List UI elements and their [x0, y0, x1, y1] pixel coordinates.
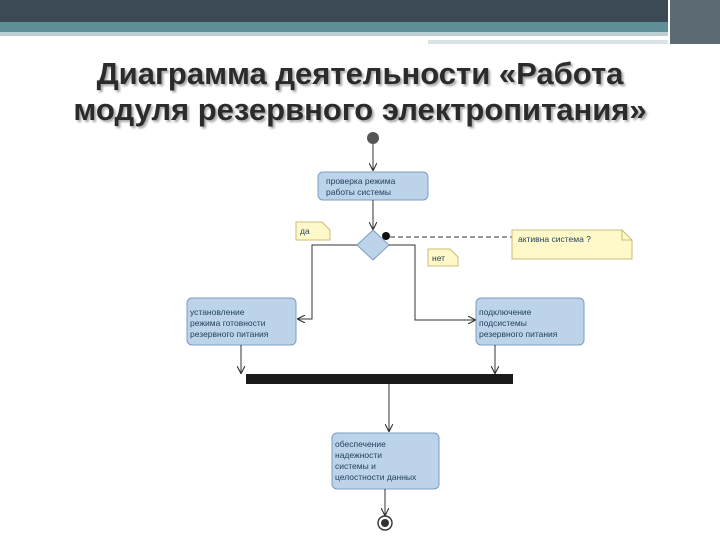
flow-no-branch	[389, 244, 475, 320]
final-node-inner	[381, 519, 389, 527]
action-ensure-reliability-label: обеспечение надежности системы и целостн…	[335, 439, 417, 482]
connect-backup-line-1: подключение	[479, 307, 532, 317]
slide-top-accent	[0, 22, 720, 32]
action-set-standby-label: установление режима готовности резервног…	[190, 307, 269, 339]
ensure-line-2: надежности	[335, 450, 382, 460]
check-mode-line-1: проверка режима	[326, 176, 396, 186]
connect-backup-line-2: подсистемы	[479, 318, 527, 328]
action-check-mode-label: проверка режима работы системы	[326, 176, 398, 197]
set-standby-line-1: установление	[190, 307, 245, 317]
action-connect-backup	[475, 297, 585, 346]
slide-title: Диаграмма деятельности «Работа модуля ре…	[0, 56, 720, 128]
ensure-line-3: системы и	[335, 461, 376, 471]
slide-title-line-1: Диаграмма деятельности «Работа	[96, 56, 624, 91]
set-standby-line-2: режима готовности	[190, 318, 266, 328]
guard-no-label: нет	[432, 253, 445, 263]
ensure-line-4: целостности данных	[335, 472, 417, 482]
slide-title-line-2: модуля резервного электропитания»	[73, 92, 647, 127]
decision-node	[356, 229, 390, 261]
note-active-system-label: активна система ?	[518, 234, 591, 244]
set-standby-line-3: резервного питания	[190, 329, 269, 339]
slide-corner-block	[668, 0, 720, 44]
connect-backup-line-3: резервного питания	[479, 329, 558, 339]
note-active-system	[511, 229, 633, 260]
guard-yes-label: да	[300, 226, 310, 236]
initial-node	[367, 132, 379, 144]
ensure-line-1: обеспечение	[335, 439, 386, 449]
action-connect-backup-label: подключение подсистемы резервного питани…	[479, 307, 558, 339]
flow-yes-branch	[298, 244, 357, 319]
check-mode-line-2: работы системы	[326, 187, 391, 197]
note-fold	[621, 230, 632, 241]
guard-yes-note	[295, 221, 331, 241]
guard-no-note	[427, 248, 459, 267]
slide-corner-stripe	[428, 40, 668, 44]
slide-top-accent-light	[0, 32, 720, 36]
join-bar	[246, 374, 513, 384]
slide-top-bar	[0, 0, 720, 22]
note-anchor-dot	[382, 232, 390, 240]
